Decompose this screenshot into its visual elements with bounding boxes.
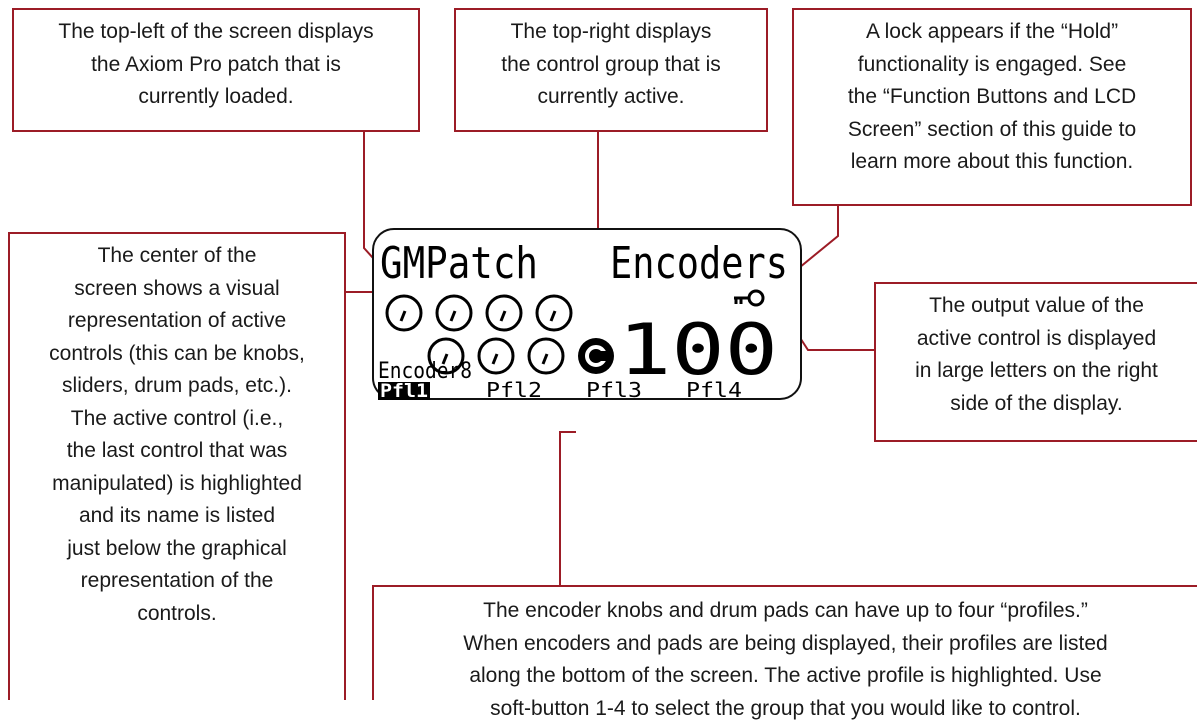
lcd-canvas: GMPatch Encoders 100 Encod (372, 228, 802, 400)
callout-patch: The top-left of the screen displays the … (12, 8, 420, 132)
callout-hold-line: Screen” section of this guide to (802, 114, 1182, 147)
knob-row-1 (387, 296, 571, 330)
callout-hold-line: the “Function Buttons and LCD (802, 81, 1182, 114)
callout-output-line: The output value of the (884, 290, 1189, 323)
callout-hold: A lock appears if the “Hold” functionali… (792, 8, 1192, 206)
lock-icon (734, 291, 763, 305)
active-knob-icon (578, 338, 614, 374)
callout-center-line: representation of active (18, 305, 336, 338)
knob-icon (537, 296, 571, 330)
callout-output-line: active control is displayed (884, 323, 1189, 356)
callout-patch-line: the Axiom Pro patch that is (22, 49, 410, 82)
callout-center-line: sliders, drum pads, etc.). (18, 370, 336, 403)
callout-center-line: and its name is listed (18, 500, 336, 533)
callout-profiles: The encoder knobs and drum pads can have… (372, 585, 1197, 700)
callout-center-line: manipulated) is highlighted (18, 468, 336, 501)
callout-center-line: screen shows a visual (18, 273, 336, 306)
lcd-profile-1[interactable]: Pfl1 (380, 380, 428, 400)
callout-profiles-line: soft-button 1-4 to select the group that… (382, 693, 1189, 725)
callout-center-line: The active control (i.e., (18, 403, 336, 436)
knob-icon (387, 296, 421, 330)
callout-center-line: representation of the (18, 565, 336, 598)
callout-center-line: The center of the (18, 240, 336, 273)
callout-center-line: controls (this can be knobs, (18, 338, 336, 371)
callout-hold-line: A lock appears if the “Hold” (802, 16, 1182, 49)
knob-icon (529, 339, 563, 373)
lcd-profile-4[interactable]: Pfl4 (686, 378, 742, 400)
callout-center: The center of the screen shows a visual … (8, 232, 346, 700)
callout-center-line: the last control that was (18, 435, 336, 468)
callout-hold-line: functionality is engaged. See (802, 49, 1182, 82)
leader-profiles (560, 432, 576, 585)
lcd-group-name: Encoders (610, 238, 788, 289)
lcd-display: GMPatch Encoders 100 Encod (372, 228, 802, 400)
knob-icon (487, 296, 521, 330)
callout-patch-line: The top-left of the screen displays (22, 16, 410, 49)
callout-profiles-line: along the bottom of the screen. The acti… (382, 660, 1189, 693)
callout-output-line: in large letters on the right (884, 355, 1189, 388)
callout-group-line: the control group that is (464, 49, 758, 82)
callout-profiles-line: When encoders and pads are being display… (382, 628, 1189, 661)
callout-center-line: just below the graphical (18, 533, 336, 566)
callout-hold-line: learn more about this function. (802, 146, 1182, 179)
callout-center-line: controls. (18, 598, 336, 631)
callout-output-line: side of the display. (884, 388, 1189, 421)
lcd-patch-name: GMPatch (380, 238, 538, 289)
lcd-profile-2[interactable]: Pfl2 (486, 378, 542, 400)
knob-icon (479, 339, 513, 373)
callout-group-line: currently active. (464, 81, 758, 114)
callout-profiles-line: The encoder knobs and drum pads can have… (382, 595, 1189, 628)
callout-group: The top-right displays the control group… (454, 8, 768, 132)
callout-patch-line: currently loaded. (22, 81, 410, 114)
knob-icon (437, 296, 471, 330)
callout-output: The output value of the active control i… (874, 282, 1197, 442)
lcd-profile-3[interactable]: Pfl3 (586, 378, 642, 400)
callout-group-line: The top-right displays (464, 16, 758, 49)
